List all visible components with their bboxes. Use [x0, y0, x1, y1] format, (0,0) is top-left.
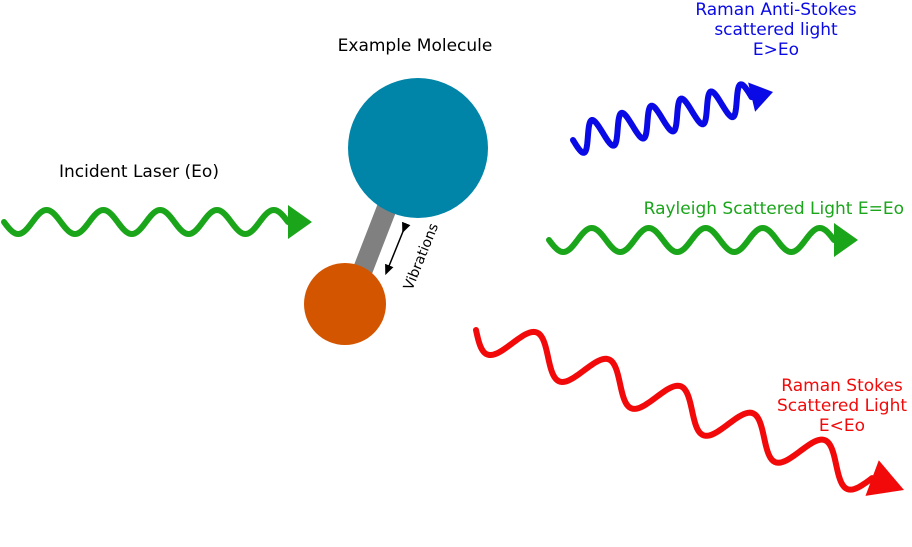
molecule-title: Example Molecule [320, 36, 510, 56]
rayleigh-wave [549, 223, 858, 257]
anti-stokes-wave [573, 83, 773, 153]
anti-stokes-line-2: scattered light [660, 20, 892, 40]
incident-laser-label: Incident Laser (Eo) [59, 162, 219, 182]
stokes-line-1: Raman Stokes [760, 376, 912, 396]
large-atom [348, 78, 488, 218]
rayleigh-label: Rayleigh Scattered Light E=Eo [560, 199, 904, 219]
anti-stokes-line-3: E>Eo [660, 40, 892, 60]
vibration-arrow-icon [387, 229, 404, 271]
stokes-label: Raman Stokes Scattered Light E<Eo [760, 376, 912, 436]
molecule-bond [362, 205, 388, 272]
example-molecule: Vibrations [304, 78, 488, 345]
anti-stokes-line-1: Raman Anti-Stokes [660, 0, 892, 20]
small-atom [304, 263, 386, 345]
vibrations-label: Vibrations [401, 221, 442, 292]
incident-laser-wave [4, 205, 312, 239]
stokes-line-2: Scattered Light [760, 396, 912, 416]
stokes-line-3: E<Eo [760, 416, 912, 436]
anti-stokes-label: Raman Anti-Stokes scattered light E>Eo [660, 0, 892, 60]
